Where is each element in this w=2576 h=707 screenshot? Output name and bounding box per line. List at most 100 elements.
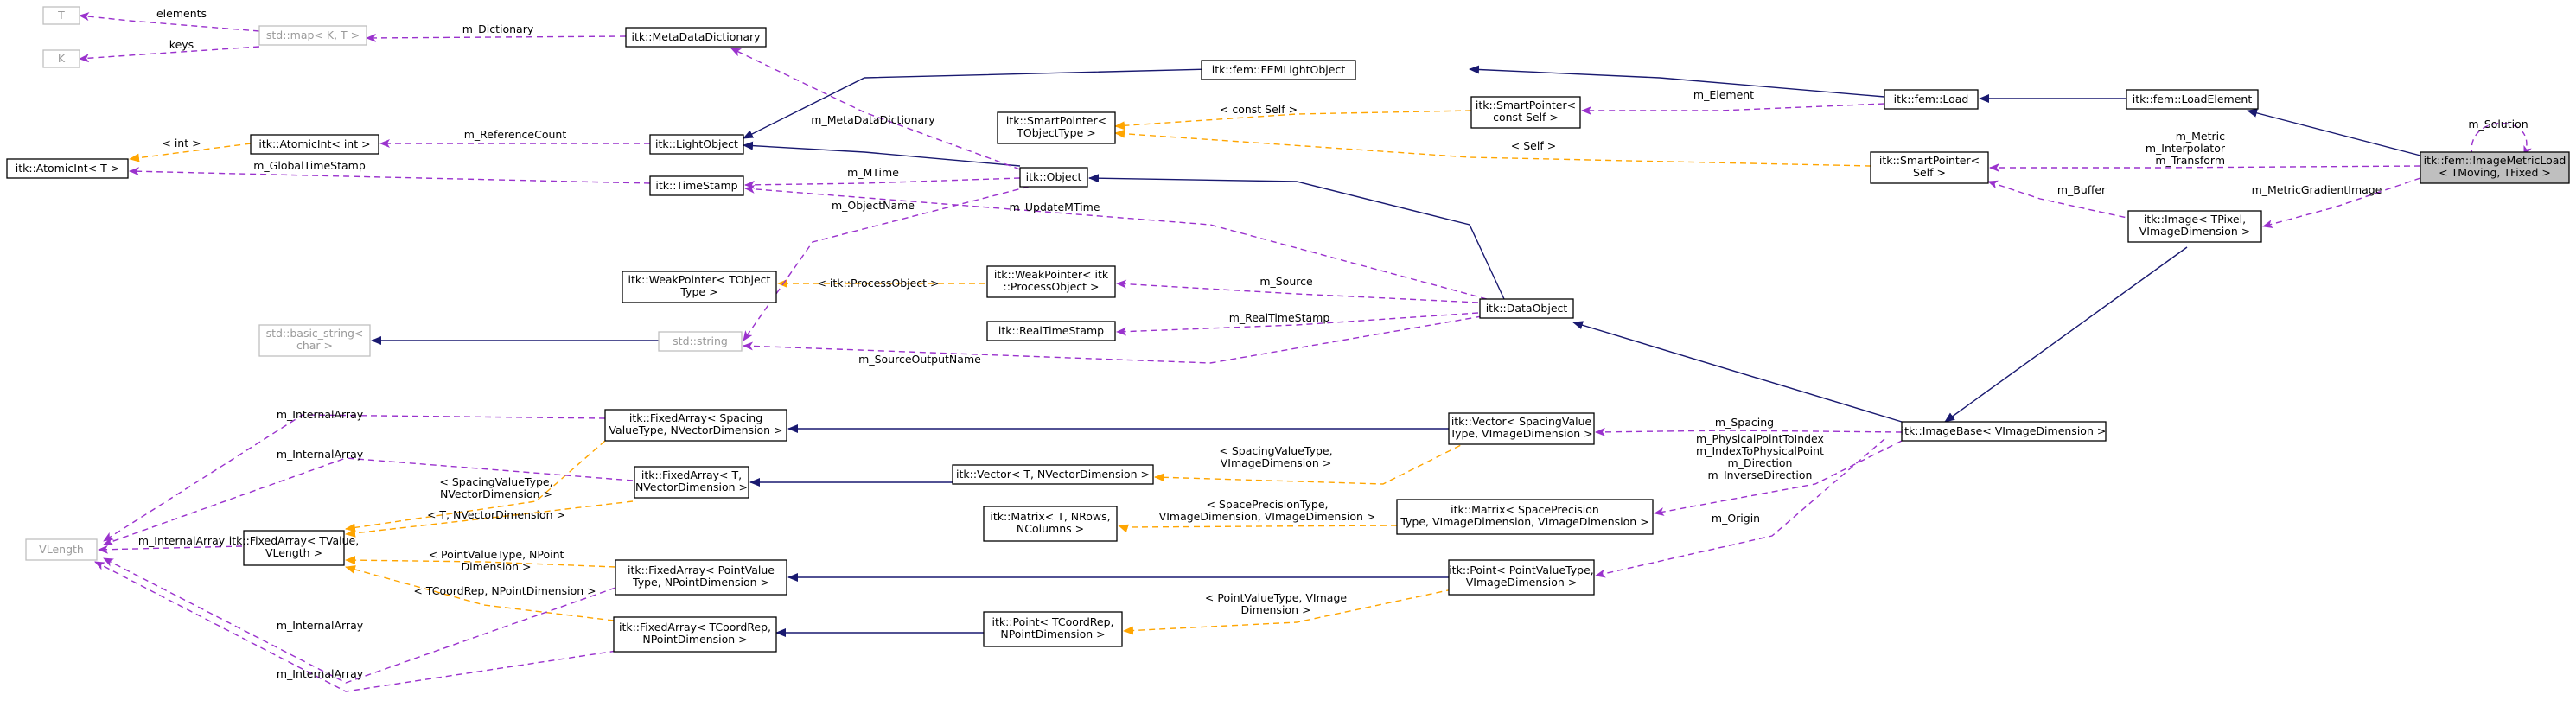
text-line: m_Dictionary [462,22,534,35]
text-line: VImageDimension, VImageDimension > [1159,510,1376,523]
edge-spconstself-to-sptobject [1114,110,1472,131]
node-fixedarray-tcoordrep[interactable]: itk::FixedArray< TCoordRep,NPointDimensi… [613,616,777,653]
edge-imagemetricload-to-self [2471,122,2532,156]
node-fem-loadelement[interactable]: itk::fem::LoadElement [2126,89,2259,110]
text-line: m_InverseDirection [1708,468,1813,481]
edge-fat-to-vlength [103,457,634,546]
node-fixedarray-tvalue[interactable]: itk::FixedArray< TValue,VLength > [229,530,359,566]
text-line: itk::AtomicInt< int > [258,137,370,150]
text-line: m_ReferenceCount [464,128,567,141]
svg-text:itk::fem::FEMLightObject: itk::fem::FEMLightObject [1212,63,1346,76]
node-smartpointer-constself[interactable]: itk::SmartPointer<const Self > [1470,96,1581,129]
node-timestamp[interactable]: itk::TimeStamp [649,175,744,196]
text-line: itk::SmartPointer< [1879,154,1980,167]
node-object[interactable]: itk::Object [1019,167,1088,188]
label-elements: elements [156,7,207,20]
node-std-string[interactable]: std::string [658,331,743,352]
svg-text:itk::DataObject: itk::DataObject [1486,302,1568,315]
edge-fapoint-to-vlength [103,557,616,684]
node-vector-t[interactable]: itk::Vector< T, NVectorDimension > [952,464,1154,485]
edge-pointvalue-to-pointtcoord [1123,589,1453,635]
node-basic-string[interactable]: std::basic_string<char > [258,324,371,357]
node-realtimestamp[interactable]: itk::RealTimeStamp [986,321,1116,341]
svg-text:itk::Point< PointValueType,VIm: itk::Point< PointValueType,VImageDimensi… [1449,564,1594,589]
svg-text:std::basic_string<char >: std::basic_string<char > [266,327,364,352]
text-line: m_Source [1259,275,1313,288]
text-line: VLength > [265,546,322,559]
text-line: itk::MetaDataDictionary [631,30,761,43]
svg-text:itk::ImageBase< VImageDimensio: itk::ImageBase< VImageDimension > [1902,424,2107,437]
svg-text:itk::WeakPointer< TObjectType: itk::WeakPointer< TObjectType > [628,273,771,298]
text-line: m_RealTimeStamp [1229,311,1330,324]
node-smartpointer-self[interactable]: itk::SmartPointer<Self > [1870,151,1989,184]
text-line: std::basic_string< [266,327,364,340]
edge-fapoint-to-fatvalue [345,556,616,568]
edge-dataobject-to-realtimestamp [1116,312,1479,336]
node-T[interactable]: T [42,6,80,25]
node-vlength[interactable]: VLength [25,538,98,561]
text-line: Dimension > [1241,603,1311,616]
svg-text:itk::TimeStamp: itk::TimeStamp [655,179,737,192]
svg-text:T: T [57,9,65,22]
text-line: itk::SmartPointer< [1006,114,1106,127]
text-line: VImageDimension > [1221,456,1332,469]
text-line: itk::SmartPointer< [1476,99,1576,111]
edge-stdmap-to-t [79,12,260,32]
node-matrix-t[interactable]: itk::Matrix< T, NRows,NColumns > [983,506,1118,542]
node-point-pointvalue[interactable]: itk::Point< PointValueType,VImageDimensi… [1448,559,1595,596]
text-line: itk::DataObject [1486,302,1568,315]
node-atomicint-t[interactable]: itk::AtomicInt< T > [6,158,129,179]
edge-fatvalue-to-vlength [98,545,243,554]
node-point-tcoordrep[interactable]: itk::Point< TCoordRep,NPointDimension > [983,611,1123,647]
node-femlightobject[interactable]: itk::fem::FEMLightObject [1201,60,1356,80]
text-line: itk::Matrix< T, NRows, [990,510,1110,523]
node-fixedarray-t[interactable]: itk::FixedArray< T,NVectorDimension > [634,466,749,499]
text-line: keys [169,38,194,51]
node-fem-load[interactable]: itk::fem::Load [1884,89,1979,110]
text-line: m_InternalArray [277,619,364,632]
label-spacing-fa: < SpacingValueType,NVectorDimension > [439,475,552,500]
edge-object-to-lightobject [743,141,1021,167]
text-line: < PointValueType, VImage [1205,591,1347,604]
node-K[interactable]: K [42,49,80,68]
node-imagebase[interactable]: itk::ImageBase< VImageDimension > [1901,421,2107,442]
text-line: m_Metric [2176,130,2225,143]
text-line: itk::Matrix< SpacePrecision [1451,503,1599,516]
label-m-internalarray-5: m_InternalArray [277,667,364,680]
node-std-map[interactable]: std::map< K, T > [258,25,367,46]
text-line: < T, NVectorDimension > [427,508,565,521]
svg-text:itk::Matrix< SpacePrecisionTyp: itk::Matrix< SpacePrecisionType, VImageD… [1400,503,1648,528]
text-line: itk::fem::ImageMetricLoad [2424,154,2566,167]
node-imagemetricload[interactable]: itk::fem::ImageMetricLoad< TMoving, TFix… [2420,151,2570,184]
label-m-spacing: m_Spacing [1715,416,1774,429]
node-smartpointer-tobjecttype[interactable]: itk::SmartPointer<TObjectType > [997,111,1116,144]
node-weakpointer-processobject[interactable]: itk::WeakPointer< itk::ProcessObject > [986,265,1116,298]
text-line: itk::WeakPointer< TObject [628,273,771,286]
edge-imagemetricload-to-loadelement [2247,108,2421,156]
svg-text:itk::MetaDataDictionary: itk::MetaDataDictionary [631,30,761,43]
text-line: T [57,9,65,22]
svg-text:itk::RealTimeStamp: itk::RealTimeStamp [998,324,1104,337]
label-m-updatemtime: m_UpdateMTime [1009,201,1100,213]
label-m-mtime: m_MTime [847,166,899,179]
text-line: m_InternalArray [138,534,226,547]
text-line: m_Transform [2155,154,2225,167]
text-line: Self > [1913,166,1946,179]
text-line: NVectorDimension > [635,481,748,494]
svg-text:itk::FixedArray< PointValueTyp: itk::FixedArray< PointValueType, NPointD… [628,564,775,589]
node-lightobject[interactable]: itk::LightObject [649,134,744,155]
svg-text:itk::Vector< T, NVectorDimensi: itk::Vector< T, NVectorDimension > [956,468,1150,481]
text-line: itk::WeakPointer< itk [994,268,1109,281]
node-dataobject[interactable]: itk::DataObject [1479,298,1574,319]
edge-imagemetricload-to-image [2262,177,2421,228]
label-t-nvector: < T, NVectorDimension > [427,508,565,521]
node-atomicint-int[interactable]: itk::AtomicInt< int > [250,134,379,155]
node-metadatadictionary[interactable]: itk::MetaDataDictionary [625,27,767,48]
node-image[interactable]: itk::Image< TPixel,VImageDimension > [2127,210,2262,243]
